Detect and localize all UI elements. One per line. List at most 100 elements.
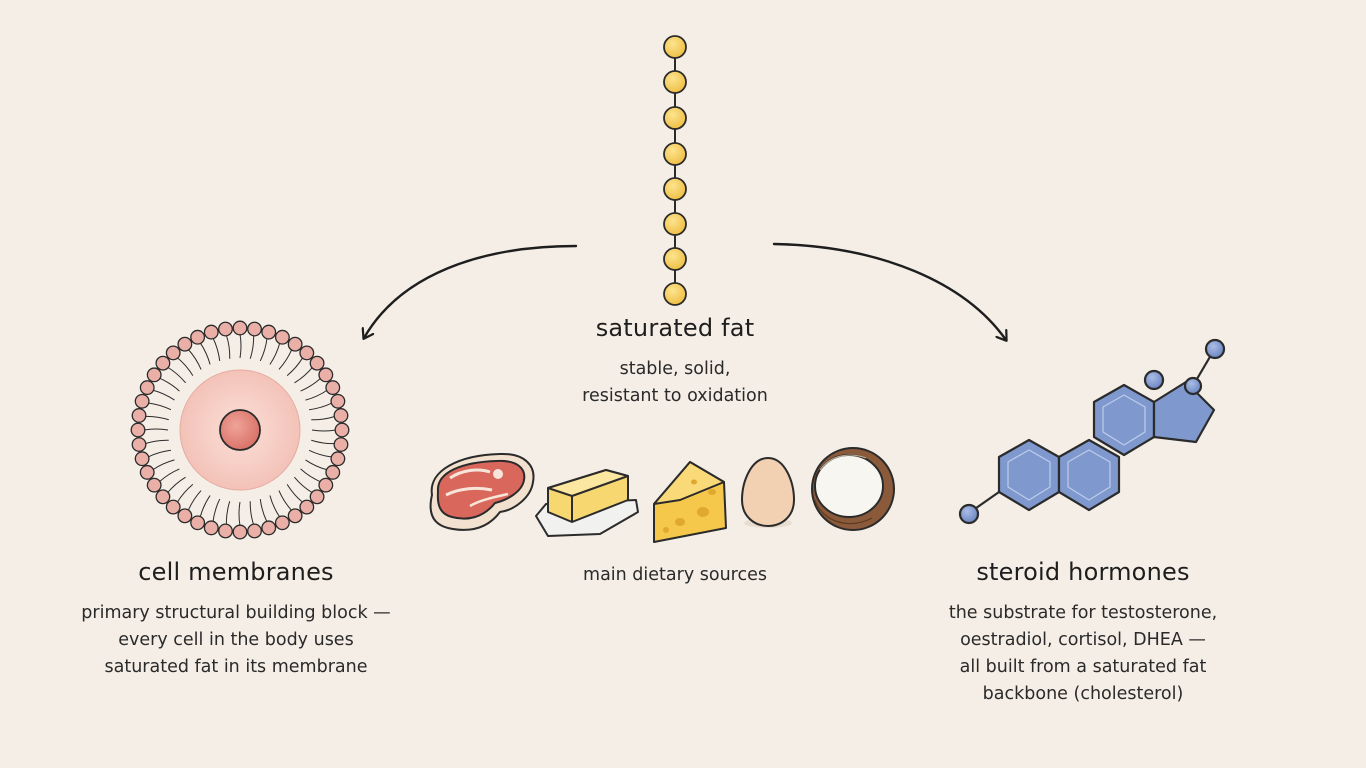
lipid-head xyxy=(318,367,334,383)
lipid-tail xyxy=(309,402,333,411)
lipid-head xyxy=(139,464,155,480)
lipid-tail xyxy=(311,415,336,421)
description-line: backbone (cholesterol) xyxy=(982,684,1184,704)
cell-membranes-title: cell membranes xyxy=(138,558,334,586)
steroid-hormones-title: steroid hormones xyxy=(976,558,1190,586)
lipid-tail xyxy=(286,484,304,503)
lipid-tail xyxy=(147,449,171,458)
lipid-tail xyxy=(199,495,211,518)
lipid-head xyxy=(139,380,155,396)
description-line: oestradiol, cortisol, DHEA — xyxy=(960,630,1206,650)
lipid-head xyxy=(131,437,147,452)
lipid-tail xyxy=(305,389,328,401)
lipid-head xyxy=(318,477,334,493)
lipid-head xyxy=(274,515,290,531)
lipid-head xyxy=(325,464,341,480)
cheese-icon xyxy=(653,461,727,543)
lipid-head xyxy=(165,345,181,361)
lipid-head xyxy=(190,329,206,345)
arrow-to-cell-membranes xyxy=(364,244,578,338)
lipid-head xyxy=(333,437,349,452)
saturated-fat-title: saturated fat xyxy=(595,314,755,342)
lipid-tail xyxy=(144,415,169,421)
lipid-head xyxy=(261,520,277,536)
description-line: resistant to oxidation xyxy=(582,386,768,406)
lipid-tail xyxy=(212,498,221,523)
lipid-tail xyxy=(269,342,281,365)
lipid-head xyxy=(232,320,248,336)
lipid-tail xyxy=(144,439,169,445)
lipid-head xyxy=(330,393,346,409)
lipid-head xyxy=(247,523,262,539)
lipid-tail xyxy=(187,348,202,370)
lipid-head xyxy=(190,515,206,531)
lipid-head xyxy=(333,408,349,423)
steak-icon xyxy=(429,452,535,531)
lipid-tail xyxy=(294,366,313,384)
lipid-tail xyxy=(286,357,304,376)
lipid-head xyxy=(134,451,150,467)
lipid-tail xyxy=(311,429,337,432)
lipid-tail xyxy=(259,499,268,523)
lipid-head xyxy=(330,451,346,467)
lipid-tail xyxy=(187,490,202,511)
description-line: primary structural building block — xyxy=(81,603,391,623)
lipid-tail xyxy=(152,389,175,401)
lipid-head xyxy=(218,523,233,539)
lipid-tail xyxy=(159,377,180,392)
lipid-tail xyxy=(147,402,172,411)
lipid-head xyxy=(287,336,303,352)
lipid-head xyxy=(274,329,290,345)
lipid-tail xyxy=(167,476,186,494)
lipid-head xyxy=(247,321,262,337)
lipid-tail xyxy=(212,337,221,361)
lipid-head xyxy=(177,336,193,352)
lipid-tail xyxy=(278,490,293,512)
lipid-head xyxy=(134,393,150,409)
butter-icon xyxy=(535,469,639,537)
lipid-head xyxy=(334,422,350,438)
lipid-head xyxy=(155,355,171,371)
lipid-head xyxy=(287,508,303,524)
lipid-tail xyxy=(158,468,180,483)
steroid-hormones-description: the substrate for testosterone, oestradi… xyxy=(913,600,1253,708)
lipid-tail xyxy=(249,334,255,359)
lipid-head xyxy=(232,524,248,540)
saturated-fat-description: stable, solid, resistant to oxidation xyxy=(525,356,825,410)
steroid-molecule-icon xyxy=(958,338,1226,525)
lipid-tail xyxy=(239,333,242,359)
lipid-head xyxy=(165,499,181,515)
lipid-tail xyxy=(238,501,241,527)
lipid-head xyxy=(146,367,162,383)
saturated-fat-chain xyxy=(663,35,687,306)
lipid-head xyxy=(325,380,341,396)
egg-icon xyxy=(740,456,796,528)
lipid-tail xyxy=(311,439,336,445)
lipid-tail xyxy=(167,366,186,384)
description-line: all built from a saturated fat xyxy=(959,657,1207,677)
arrow-to-steroid-hormones xyxy=(772,242,1006,340)
description-line: stable, solid, xyxy=(619,359,731,379)
lipid-head xyxy=(203,324,219,340)
lipid-tail xyxy=(269,495,281,518)
lipid-head xyxy=(299,499,315,515)
lipid-head xyxy=(218,321,233,337)
lipid-head xyxy=(261,324,277,340)
cell-membrane-icon xyxy=(130,320,350,540)
lipid-head xyxy=(309,355,325,371)
lipid-tail xyxy=(176,357,194,376)
lipid-tail xyxy=(143,428,169,431)
lipid-tail xyxy=(199,342,211,365)
description-line: the substrate for testosterone, xyxy=(948,603,1218,623)
description-line: saturated fat in its membrane xyxy=(104,657,368,677)
lipid-tail xyxy=(225,334,231,359)
lipid-head xyxy=(309,489,325,505)
lipid-head xyxy=(146,477,162,493)
lipid-head xyxy=(131,408,147,423)
lipid-tail xyxy=(259,337,268,362)
lipid-tail xyxy=(308,449,333,458)
lipid-head xyxy=(203,520,219,536)
cell-membranes-description: primary structural building block — ever… xyxy=(56,600,416,681)
lipid-tail xyxy=(294,476,313,494)
